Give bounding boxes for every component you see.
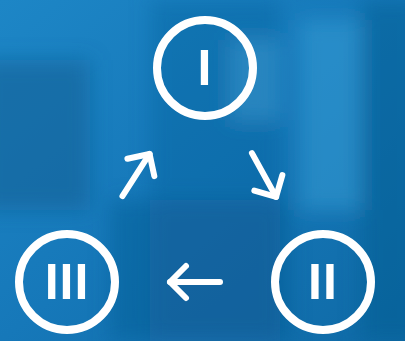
arrow-head [254,175,282,197]
arrow-head [127,154,154,176]
arrow-head [170,266,186,298]
numeral-circle: I [153,16,257,120]
cycle-arrow [252,153,282,197]
circle-ring [157,20,253,116]
circle-ring [275,234,371,330]
numeral-circle: III [15,230,119,334]
roman-numeral: III [45,257,90,307]
cycle-arrow [122,154,154,196]
arrow-shaft [170,279,220,285]
circle-ring [19,234,115,330]
cycle-arrow [170,266,220,298]
roman-numeral: I [198,43,213,93]
numeral-circle: II [271,230,375,334]
roman-numeral: II [308,257,338,307]
